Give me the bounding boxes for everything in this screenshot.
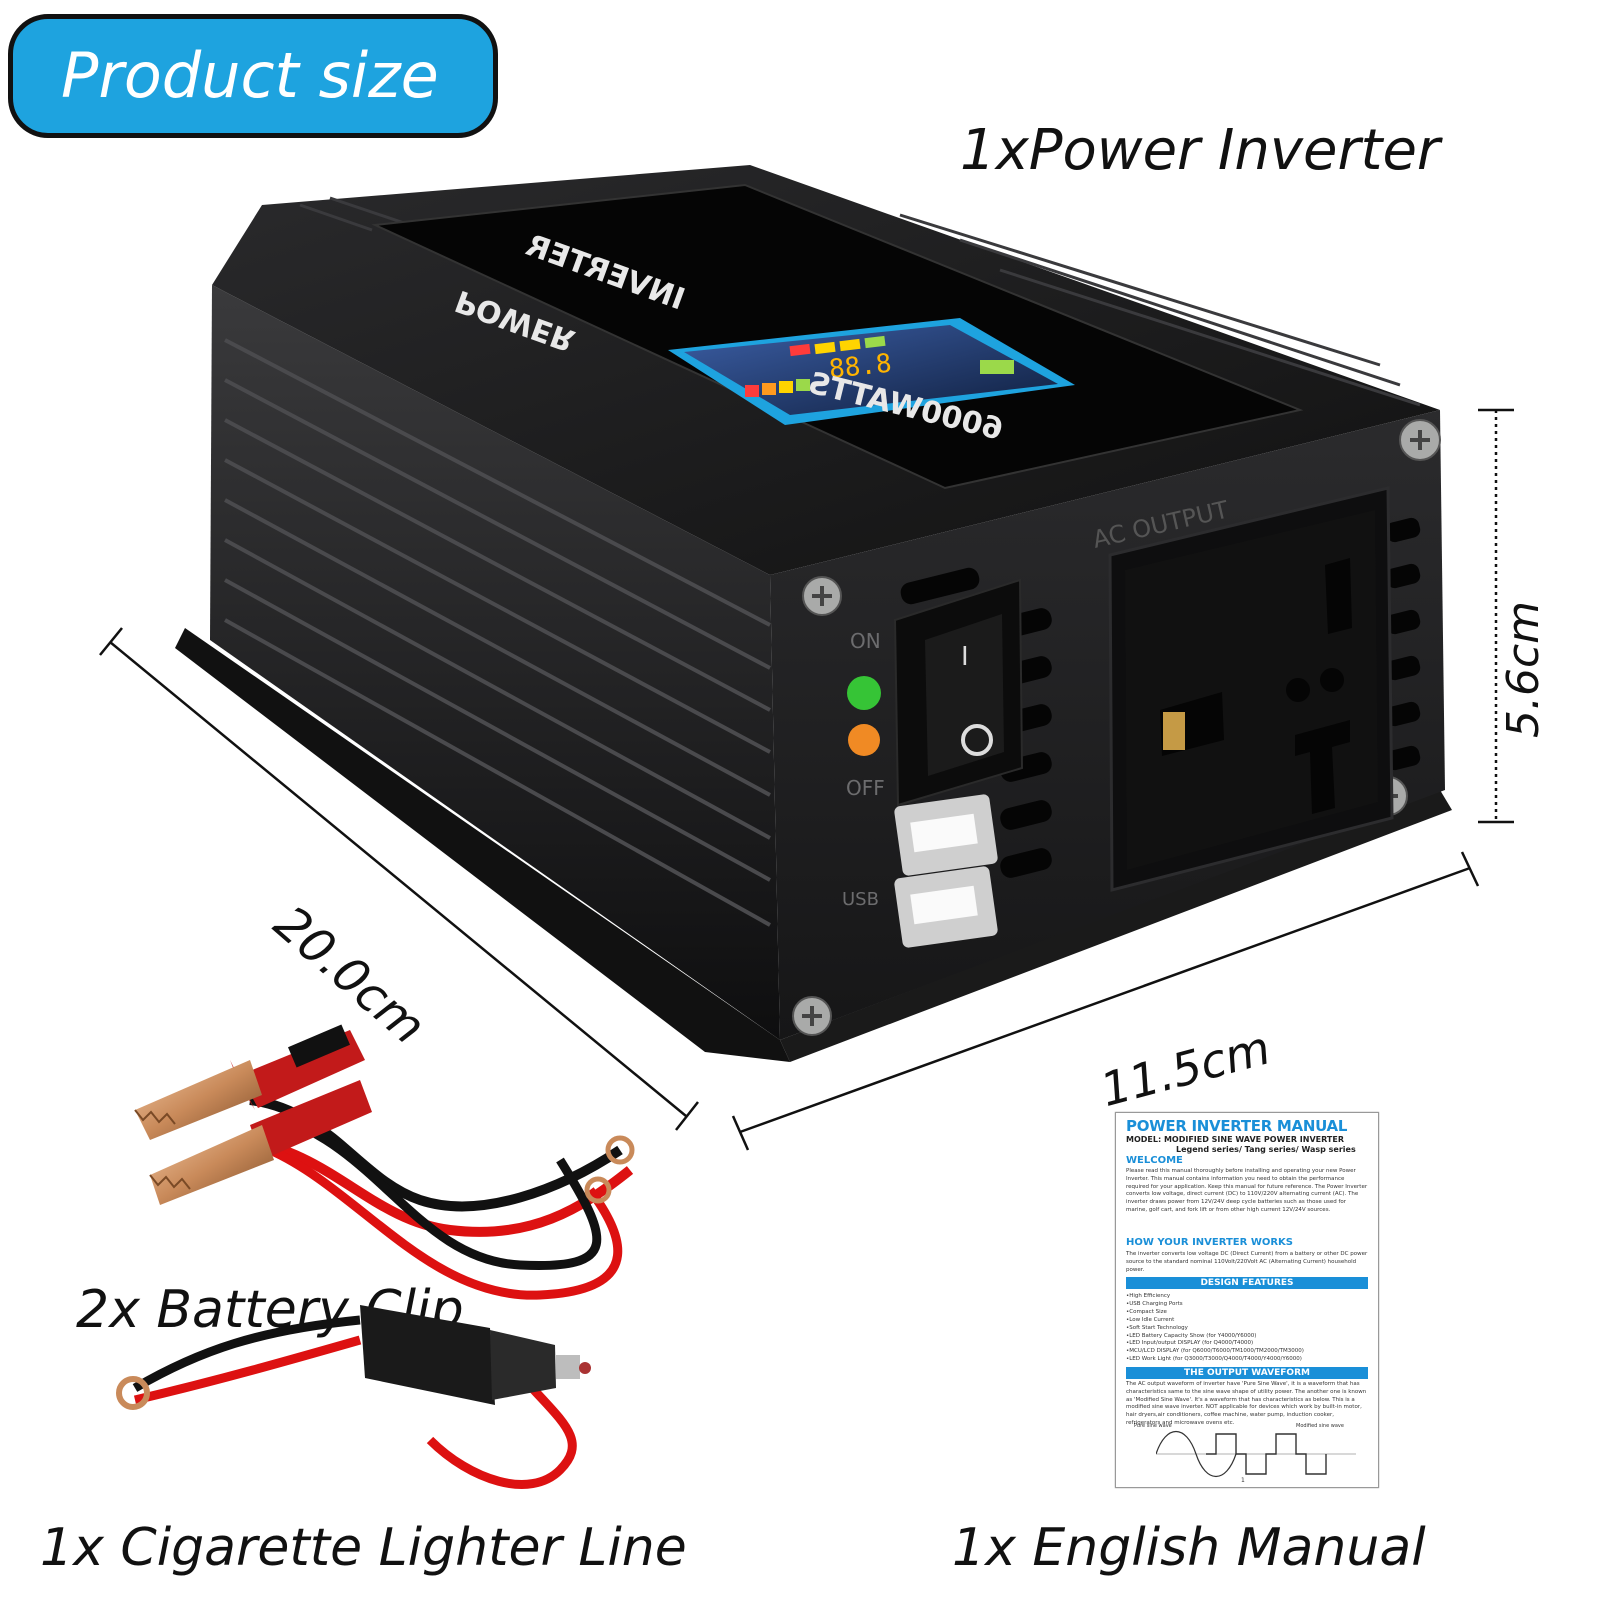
off-label: OFF: [846, 776, 885, 800]
list-item: •Low Idle Current: [1126, 1316, 1175, 1323]
list-item: •High Efficiency: [1126, 1293, 1171, 1299]
list-item: •USB Charging Ports: [1126, 1300, 1183, 1307]
inverter-label: 1xPower Inverter: [960, 118, 1440, 183]
power-led-green: [847, 676, 881, 710]
manual-works-text: The inverter converts low voltage DC (Di…: [1126, 1251, 1368, 1273]
height-dimension-line: [1478, 408, 1514, 824]
pure-sine-label: Pure sine wave: [1134, 1423, 1172, 1429]
fault-led-orange: [848, 724, 880, 756]
waveform-diagram: [1156, 1430, 1356, 1478]
lcd-screen: 88.8: [668, 318, 1075, 425]
usb-port[interactable]: [894, 866, 999, 949]
switch-on-glyph: I: [961, 642, 969, 672]
list-item: •MCU/LCD DISPLAY (for Q6000/T6000/TM1000…: [1126, 1348, 1304, 1355]
manual-page-number: 1: [1241, 1477, 1245, 1484]
list-item: •Compact Size: [1126, 1308, 1167, 1315]
manual-features-list: •High Efficiency •USB Charging Ports •Co…: [1126, 1293, 1368, 1364]
power-inverter: POWER INVERTER 88.8 6000WATTS: [175, 165, 1452, 1062]
screw-icon: [802, 576, 842, 616]
manual-series-line: Legend series/ Tang series/ Wasp series: [1176, 1145, 1356, 1154]
cigarette-lighter-cable: [116, 1305, 591, 1489]
svg-text:88.8: 88.8: [828, 349, 893, 385]
manual-welcome-heading: WELCOME: [1126, 1155, 1183, 1166]
power-switch[interactable]: I: [893, 578, 1024, 807]
cigarette-line-label: 1x Cigarette Lighter Line: [40, 1518, 687, 1578]
manual-welcome-text: Please read this manual thoroughly befor…: [1126, 1168, 1368, 1213]
screw-icon: [792, 996, 832, 1036]
modified-sine-label: Modified sine wave: [1296, 1423, 1344, 1429]
manual-model-line: MODEL: MODIFIED SINE WAVE POWER INVERTER: [1126, 1135, 1345, 1144]
manual-waveform-bar: THE OUTPUT WAVEFORM: [1126, 1367, 1368, 1379]
list-item: •LED Work Light (for Q3000/T3000/Q4000/T…: [1126, 1356, 1302, 1363]
manual-features-bar: DESIGN FEATURES: [1126, 1277, 1368, 1289]
list-item: •LED Input/output DISPLAY (for Q4000/T40…: [1126, 1340, 1254, 1347]
manual-label: 1x English Manual: [952, 1518, 1426, 1578]
manual-works-heading: HOW YOUR INVERTER WORKS: [1126, 1237, 1293, 1248]
usb-label: USB: [842, 889, 879, 910]
list-item: •LED Battery Capacity Show (for Y4000/Y6…: [1126, 1332, 1257, 1339]
english-manual: POWER INVERTER MANUAL MODEL: MODIFIED SI…: [1115, 1112, 1379, 1488]
switch-off-glyph: [961, 724, 993, 756]
screw-icon: [1399, 419, 1441, 461]
manual-title: POWER INVERTER MANUAL: [1126, 1117, 1348, 1135]
product-size-label: Product size: [61, 39, 439, 112]
ac-outlet[interactable]: [1108, 486, 1394, 892]
on-label: ON: [850, 629, 881, 653]
product-size-badge: Product size: [8, 14, 498, 138]
width-dimension-line: [731, 851, 1480, 1151]
list-item: •Soft Start Technology: [1126, 1324, 1188, 1331]
manual-waveform-text: The AC output waveform of inverter have …: [1126, 1381, 1367, 1426]
usb-port[interactable]: [894, 794, 999, 877]
length-dimension-line: [99, 627, 699, 1131]
battery-clips: [134, 1024, 635, 1300]
